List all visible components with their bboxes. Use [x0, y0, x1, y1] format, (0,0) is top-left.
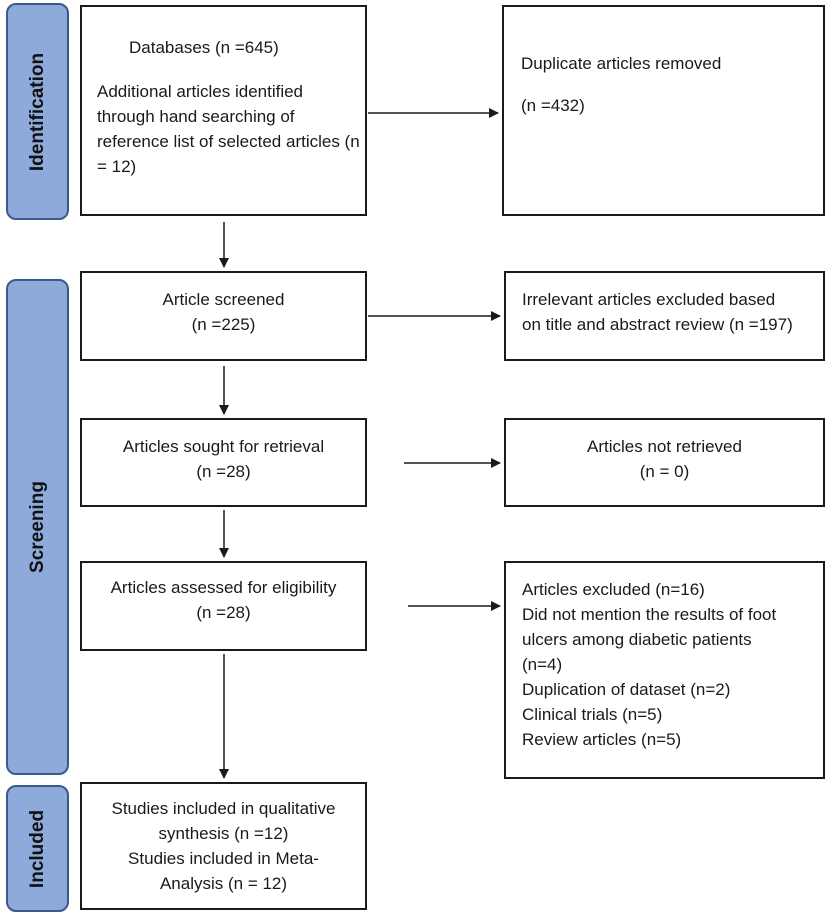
- irrelevant-line2: on title and abstract review (n =197): [522, 315, 793, 334]
- excluded-reason-review-articles: Review articles (n=5): [522, 730, 682, 749]
- retrieval-label: Articles sought for retrieval: [122, 437, 325, 456]
- duplicates-removed-box: Duplicate articles removed (n =432): [502, 5, 825, 216]
- screened-count: (n =225): [191, 315, 256, 334]
- identification-box: Databases (n =645) Additional articles i…: [80, 5, 367, 216]
- not-retrieved-label: Articles not retrieved: [587, 437, 742, 456]
- additional-articles-line4: = 12): [97, 157, 137, 176]
- eligibility-box: Articles assessed for eligibility (n =28…: [80, 561, 367, 651]
- excluded-reason-foot-ulcers-line2: ulcers among diabetic patients: [522, 630, 752, 649]
- phase-identification: Identification: [6, 3, 69, 220]
- included-meta-analysis-line1: Studies included in Meta-: [128, 849, 319, 868]
- retrieval-box: Articles sought for retrieval (n =28): [80, 418, 367, 507]
- phase-included: Included: [6, 785, 69, 912]
- excluded-reason-duplication: Duplication of dataset (n=2): [522, 680, 731, 699]
- duplicates-count: (n =432): [521, 96, 585, 115]
- additional-articles-line2: through hand searching of: [97, 107, 295, 126]
- not-retrieved-count: (n = 0): [639, 462, 690, 481]
- retrieval-count: (n =28): [196, 462, 251, 481]
- excluded-reason-foot-ulcers-line1: Did not mention the results of foot: [522, 605, 777, 624]
- studies-included-box: Studies included in qualitative synthesi…: [80, 782, 367, 910]
- duplicates-label: Duplicate articles removed: [521, 54, 722, 73]
- irrelevant-line1: Irrelevant articles excluded based: [522, 290, 776, 309]
- not-retrieved-box: Articles not retrieved (n = 0): [504, 418, 825, 507]
- eligibility-label: Articles assessed for eligibility: [110, 578, 337, 597]
- excluded-total: Articles excluded (n=16): [522, 580, 705, 599]
- phase-screening: Screening: [6, 279, 69, 775]
- irrelevant-excluded-box: Irrelevant articles excluded based on ti…: [504, 271, 825, 361]
- included-meta-analysis-line2: Analysis (n = 12): [159, 874, 288, 893]
- excluded-reason-foot-ulcers-count: (n=4): [522, 655, 563, 674]
- screened-label: Article screened: [162, 290, 285, 309]
- databases-count: Databases (n =645): [129, 38, 279, 57]
- included-qualitative-line1: Studies included in qualitative: [111, 799, 336, 818]
- additional-articles-line1: Additional articles identified: [97, 82, 304, 101]
- excluded-box: Articles excluded (n=16) Did not mention…: [504, 561, 825, 779]
- additional-articles-line3: reference list of selected articles (n: [97, 132, 360, 151]
- eligibility-count: (n =28): [196, 603, 251, 622]
- included-qualitative-line2: synthesis (n =12): [158, 824, 289, 843]
- excluded-reason-clinical-trials: Clinical trials (n=5): [522, 705, 663, 724]
- article-screened-box: Article screened (n =225): [80, 271, 367, 361]
